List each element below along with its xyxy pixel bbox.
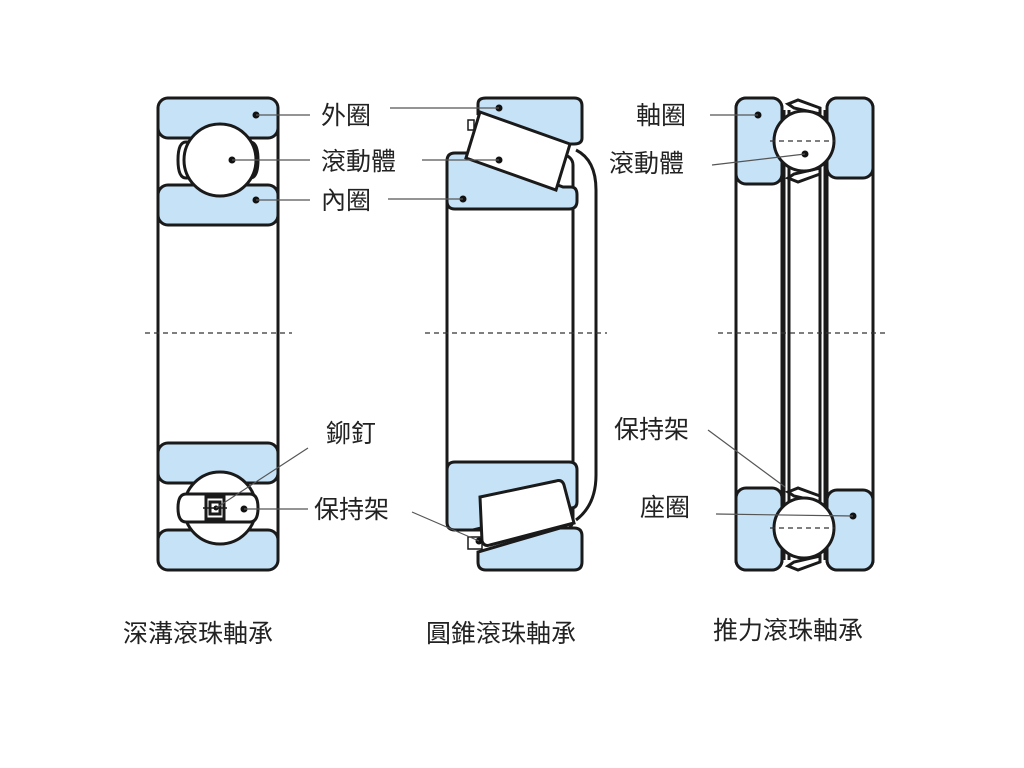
- leader-rivet: [215, 447, 309, 509]
- label-rolling-element: 滾動體: [321, 147, 396, 176]
- label-thrust-cage: 保持架: [614, 415, 689, 444]
- tapered-cage-tab-bottom: [467, 536, 483, 550]
- label-shaft-washer: 軸圈: [636, 101, 686, 130]
- tapered-roller-bottom: [478, 479, 576, 547]
- leader-thrust-cage: [707, 429, 786, 488]
- tapered-outer-ring-bottom: [476, 526, 584, 572]
- tapered-roller-top: [464, 110, 572, 192]
- tapered-cage-outline: [575, 148, 598, 522]
- deep-groove-bearing: [145, 96, 310, 572]
- label-rivet: 鉚釘: [326, 419, 376, 448]
- caption-thrust: 推力滾珠軸承: [713, 616, 863, 645]
- tapered-cage-tab-top: [467, 119, 475, 131]
- thrust-bearing: [707, 96, 885, 572]
- leader-thrust-housing-washer: [715, 513, 854, 517]
- tapered-outer-ring-top: [476, 96, 584, 146]
- leader-tapered-cage: [411, 511, 480, 542]
- leader-thrust-ball: [711, 153, 806, 166]
- label-inner-ring: 內圈: [321, 186, 371, 215]
- label-housing-washer: 座圈: [640, 493, 690, 522]
- caption-deep-groove: 深溝滾珠軸承: [123, 619, 273, 648]
- tapered-bearing: [388, 96, 607, 572]
- thrust-cage-top-lower: [784, 166, 822, 184]
- label-cage: 保持架: [314, 495, 389, 524]
- label-outer-ring: 外圈: [321, 101, 371, 130]
- thrust-cage-top-upper: [784, 98, 822, 116]
- caption-tapered: 圓錐滾珠軸承: [426, 619, 576, 648]
- thrust-cage-bottom-lower: [784, 554, 822, 572]
- label-thrust-rolling-element: 滾動體: [609, 149, 684, 178]
- tapered-inner-ring-top: [445, 151, 579, 211]
